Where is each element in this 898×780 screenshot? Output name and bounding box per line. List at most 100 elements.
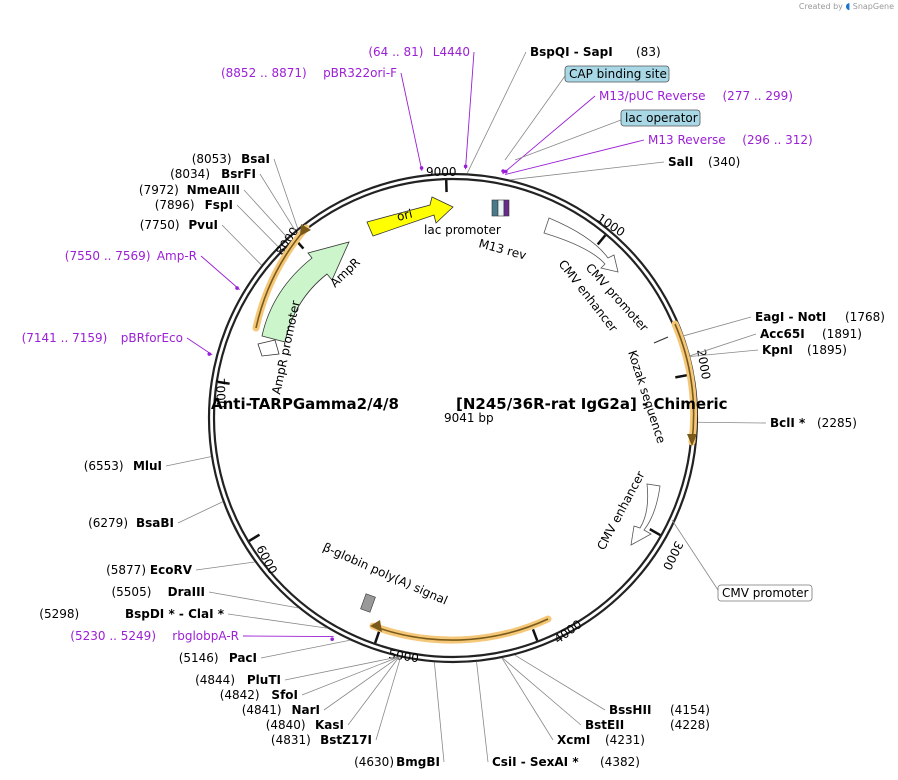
site-name: NmeAIII	[187, 183, 240, 197]
site-position: (4842)	[220, 688, 260, 702]
primer-leader-line	[186, 337, 213, 356]
primer-mark	[207, 352, 212, 356]
orf-arc-right-arrowhead	[687, 434, 697, 446]
site-name: BsaI	[241, 152, 270, 166]
scale-tick-6000	[248, 533, 261, 542]
site-label-acc65i: Acc65I(1891)	[760, 327, 862, 341]
site-position: (7972)	[139, 183, 179, 197]
scale-tick-4000	[531, 628, 539, 642]
primer-range: (296 .. 312)	[742, 133, 812, 147]
primer-name: L4440	[433, 45, 470, 59]
site-label-pvui: PvuI(7750)	[140, 218, 218, 232]
m13-rev-label: M13 rev	[477, 236, 528, 262]
site-leader-line	[208, 591, 299, 609]
site-label-paci: PacI(5146)	[179, 651, 257, 665]
primer-label-rbglobpar: rbglobpA-R(5230 .. 5249)	[70, 629, 239, 643]
site-leader-line	[683, 316, 752, 337]
site-position: (83)	[636, 45, 661, 59]
primer-name: M13 Reverse	[648, 133, 726, 147]
site-leader-line	[284, 656, 399, 681]
site-position: (4844)	[195, 673, 235, 687]
primer-leader-line	[242, 635, 334, 637]
site-leader-line	[433, 662, 445, 763]
site-label-bspdi: BspDI * - ClaI *(5298)	[39, 607, 224, 621]
scale-tick-1000	[596, 234, 607, 246]
primer-name: rbglobpA-R	[172, 629, 239, 643]
primer-mark	[501, 169, 505, 173]
site-label-sfoi: SfoI (4842)	[220, 688, 298, 702]
cap-site-block	[491, 199, 499, 217]
primer-label-m13reverse: M13 Reverse (296 .. 312)	[648, 133, 813, 147]
ampr-feature	[261, 241, 350, 343]
feature-shapes	[252, 196, 698, 644]
site-label-xcmi: XcmI(4231)	[557, 733, 645, 747]
site-name: BspQI - SapI	[530, 45, 613, 59]
site-leader-line	[501, 657, 554, 741]
ori-label: ori	[395, 207, 414, 224]
site-leader-line	[177, 501, 223, 524]
cmv-enhancer-promoter-top	[543, 217, 619, 273]
site-position: (7896)	[155, 198, 195, 212]
site-position: (5298)	[39, 607, 79, 621]
site-label-draiii: DraIII (5505)	[111, 585, 205, 599]
site-leader-line	[165, 456, 212, 467]
primer-range: (8852 .. 8871)	[221, 66, 307, 80]
site-position: (4630)	[354, 755, 394, 769]
orf-arc-right	[674, 323, 695, 443]
primer-leader-line	[400, 72, 423, 172]
primer-mark	[504, 169, 508, 174]
ampr-promoter-feature	[257, 339, 280, 357]
site-position: (5505)	[111, 585, 151, 599]
primer-range: (7550 .. 7569)	[65, 249, 151, 263]
polya-signal-feature	[360, 593, 376, 613]
site-position: (2285)	[817, 416, 857, 430]
site-label-bspqi: BspQI - SapI (83)	[530, 45, 661, 59]
site-name: BsaBI	[136, 516, 174, 530]
site-label-sali: SalI(340)	[668, 155, 740, 169]
site-name: EagI - NotI	[755, 310, 826, 324]
site-leader-line	[697, 421, 767, 424]
primer-label-l4440: L4440(64 .. 81)	[368, 45, 470, 59]
site-leader-line	[689, 333, 757, 357]
primer-label-m13pucreverse: M13/pUC Reverse(277 .. 299)	[599, 89, 793, 103]
scale-tick-label-1000: 1000	[594, 211, 627, 240]
site-label-kasi: KasI(4840)	[266, 718, 344, 732]
site-name: KasI	[315, 718, 344, 732]
site-name: DraIII	[168, 585, 205, 599]
site-name: SfoI	[271, 688, 298, 702]
site-leader-line	[375, 657, 401, 741]
site-name: MluI	[133, 459, 162, 473]
site-label-eagi: EagI - NotI(1768)	[755, 310, 885, 324]
site-leader-line	[466, 51, 527, 174]
site-position: (340)	[708, 155, 740, 169]
site-name: NarI	[291, 703, 320, 717]
site-leader-line	[243, 189, 288, 238]
site-position: (4831)	[271, 733, 311, 747]
site-name: PluTI	[247, 673, 281, 687]
orf-arc-bottom	[372, 618, 549, 641]
orf-arc-left	[255, 227, 307, 329]
site-label-ecorv: EcoRV(5877)	[106, 563, 193, 577]
site-position: (6553)	[84, 459, 124, 473]
lac-operator-leader-line	[514, 119, 622, 161]
site-position: (4231)	[605, 733, 645, 747]
primer-leader-line	[200, 255, 240, 290]
scale-tick-label-2000: 2000	[694, 348, 713, 381]
site-label-bstz17i: BstZ17I(4831)	[271, 733, 372, 747]
primer-leader-line	[505, 139, 645, 175]
site-label-nmeaiii: NmeAIII (7972)	[139, 183, 240, 197]
site-leader-line	[514, 654, 606, 711]
site-label-nari: NarI(4841)	[242, 703, 320, 717]
scale-tick-label-6000: 6000	[253, 543, 280, 577]
primer-mark	[330, 637, 334, 641]
site-leader-line	[221, 224, 262, 266]
site-label-mlui: MluI (6553)	[84, 459, 162, 473]
site-name: FspI	[205, 198, 233, 212]
cmv-promoter-boxed-label: CMV promoter	[722, 586, 809, 600]
site-name: BclI *	[770, 416, 806, 430]
site-label-bsshii: BssHII(4154)	[609, 703, 710, 717]
lac-promoter-label: lac promoter	[424, 223, 501, 237]
primer-name: pBRforEco	[121, 331, 183, 345]
primer-leader-line	[502, 95, 596, 175]
